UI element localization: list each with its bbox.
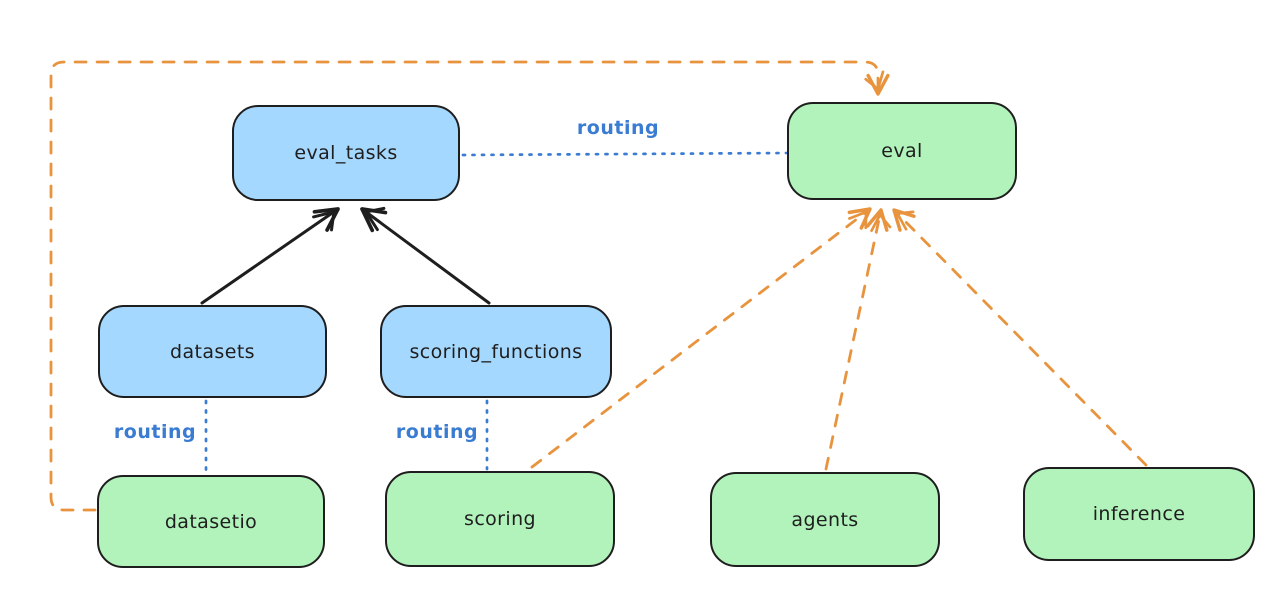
edge-inference-eval — [892, 208, 1148, 467]
edge-scoring-functions-eval-tasks — [360, 206, 491, 305]
edge-label-routing-scoring-functions-scoring: routing — [395, 421, 479, 443]
node-datasetio: datasetio — [97, 475, 325, 568]
node-eval-tasks: eval_tasks — [232, 105, 460, 201]
edge-label-routing-datasets-datasetio: routing — [113, 421, 197, 443]
node-datasets: datasets — [98, 305, 327, 398]
edge-routing-eval-tasks-eval — [461, 151, 788, 157]
node-label: scoring_functions — [409, 340, 583, 363]
node-agents: agents — [710, 472, 940, 567]
edge-scoring-eval — [530, 207, 872, 469]
node-scoring: scoring — [385, 471, 615, 567]
node-label: eval_tasks — [294, 142, 398, 164]
node-inference: inference — [1023, 467, 1255, 561]
edge-label-routing-eval-tasks-eval: routing — [576, 117, 660, 139]
node-label: agents — [791, 508, 859, 531]
node-label: datasets — [170, 340, 255, 363]
node-label: inference — [1092, 503, 1186, 525]
node-scoring-functions: scoring_functions — [380, 305, 612, 398]
edge-datasets-eval-tasks — [200, 207, 340, 305]
node-label: datasetio — [164, 510, 258, 533]
node-eval: eval — [787, 102, 1017, 200]
node-label: scoring — [464, 508, 536, 530]
edge-agents-eval — [824, 208, 892, 471]
node-label: eval — [881, 140, 923, 162]
edge-datasetio-eval — [49, 60, 890, 512]
